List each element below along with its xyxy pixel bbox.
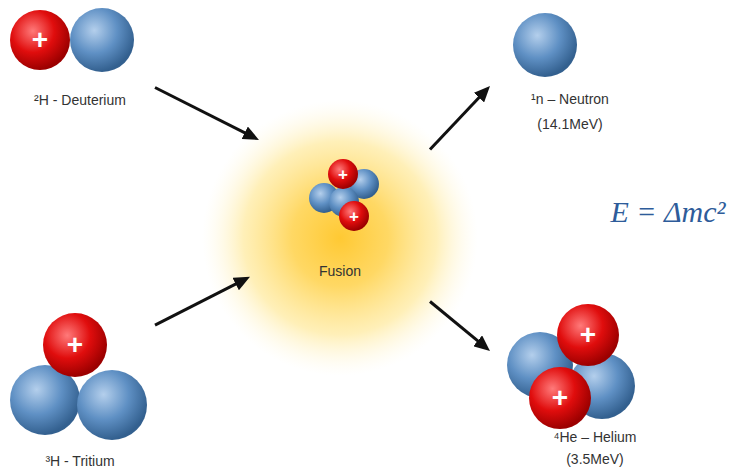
reaction-arrow bbox=[430, 302, 484, 346]
proton-ball bbox=[529, 367, 591, 429]
energy-equation: E = Δmc² bbox=[610, 197, 725, 227]
reaction-arrow bbox=[155, 88, 252, 137]
proton-ball bbox=[328, 159, 358, 189]
charge-sign: + bbox=[32, 26, 48, 54]
charge-sign: + bbox=[67, 331, 83, 359]
proton-ball bbox=[557, 304, 619, 366]
neutron-ball bbox=[77, 370, 147, 440]
neutron-ball bbox=[70, 8, 134, 72]
neutron-particle: ¹n – Neutron (14.1MeV) bbox=[490, 8, 650, 138]
particle-name: ¹n – Neutron bbox=[531, 91, 609, 108]
reaction-arrow bbox=[430, 92, 485, 150]
charge-sign: + bbox=[580, 321, 596, 349]
charge-sign: + bbox=[552, 384, 568, 412]
reaction-arrow bbox=[155, 280, 243, 325]
particle-energy: (3.5MeV) bbox=[566, 451, 624, 468]
particle-name: ³H - Tritium bbox=[45, 453, 114, 470]
deuterium-nucleus: ²H - Deuterium bbox=[5, 5, 155, 115]
particle-energy: (14.1MeV) bbox=[537, 116, 602, 133]
proton-ball bbox=[10, 10, 70, 70]
particle-name: ⁴He – Helium bbox=[553, 429, 636, 446]
neutron-ball bbox=[513, 13, 577, 77]
charge-sign: + bbox=[349, 208, 359, 225]
particle-name: ²H - Deuterium bbox=[34, 92, 126, 109]
proton-ball bbox=[43, 313, 107, 377]
particle-name: Fusion bbox=[319, 263, 361, 280]
proton-ball bbox=[339, 201, 369, 231]
charge-sign: + bbox=[338, 166, 348, 183]
